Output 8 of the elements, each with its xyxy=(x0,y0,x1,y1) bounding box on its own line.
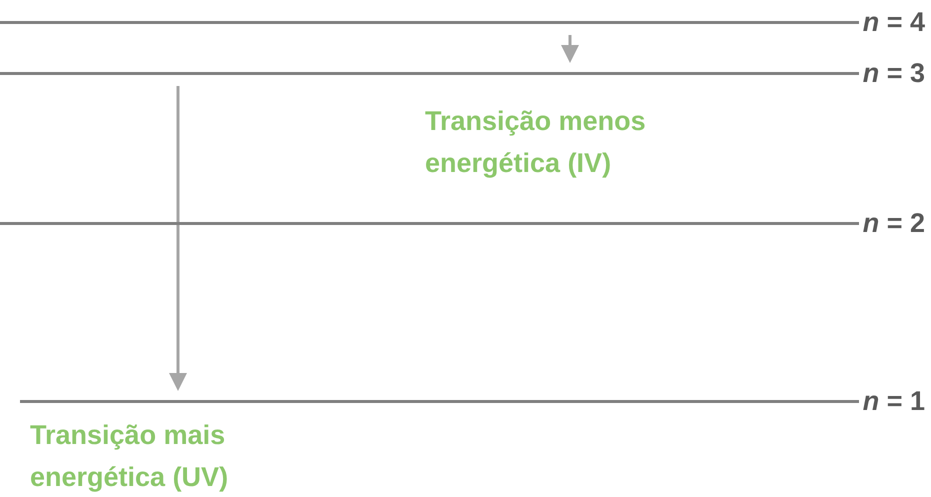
level-label: n = 3 xyxy=(862,60,925,86)
arrow xyxy=(561,35,579,63)
transition-label: Transição menos energética (IV) xyxy=(425,105,647,180)
arrow xyxy=(169,86,187,391)
level-label: n = 4 xyxy=(862,8,925,36)
level-label: n = 2 xyxy=(862,210,925,236)
transition-label: Transição mais energética (UV) xyxy=(30,419,230,494)
level-label: n = 1 xyxy=(862,388,925,414)
